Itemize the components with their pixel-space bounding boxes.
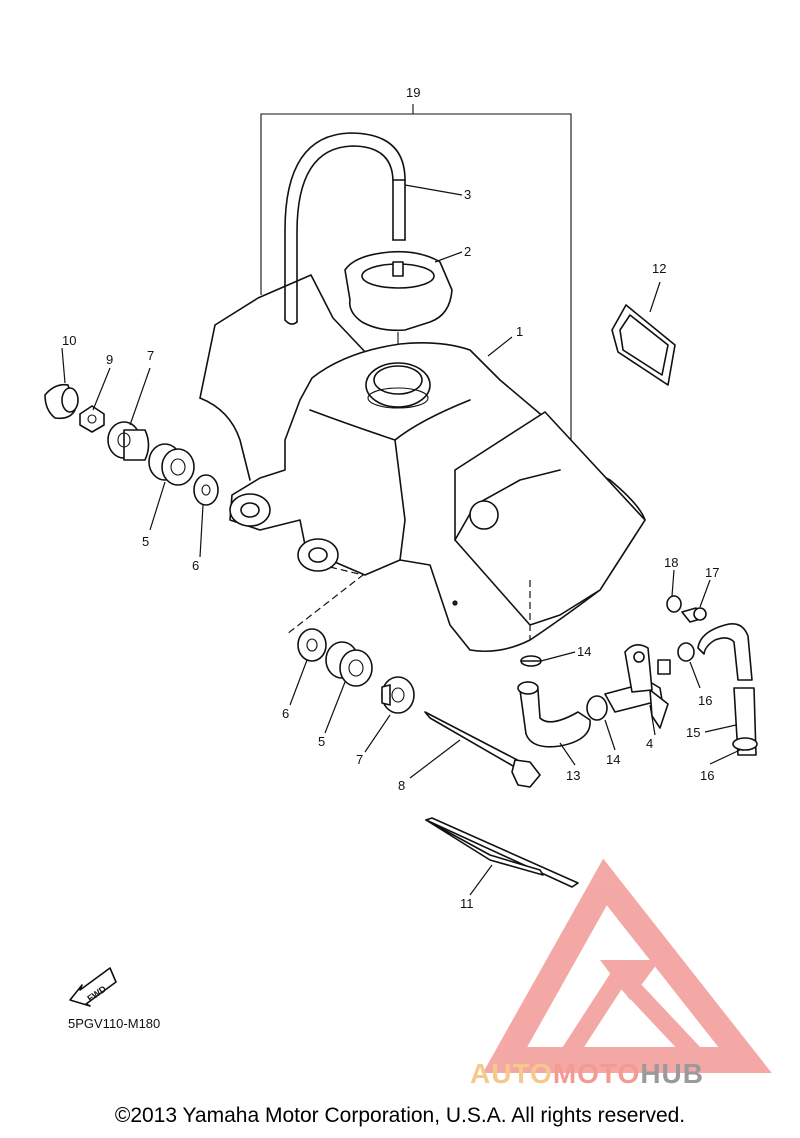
- callout-17: 17: [705, 565, 719, 580]
- automotohub-logo-mark: [482, 858, 772, 1073]
- part-13-fuel-hose: [517, 681, 591, 748]
- callout-leader-lines: [61, 184, 741, 896]
- part-6-washer-lower: [297, 628, 327, 662]
- part-15-hose: [697, 623, 757, 756]
- part-11-tank-band: [425, 817, 579, 888]
- watermark-hub: HUB: [640, 1058, 704, 1089]
- part-8-bolt: [424, 711, 541, 788]
- part-6-washer-left: [193, 474, 219, 506]
- part-16-clip-upper: [677, 642, 695, 662]
- callout-numbers: 19 3 2 1 12 10 9 7 5 6 6 5 7 8 11 14 13 …: [62, 85, 719, 911]
- part-17-screw: [681, 607, 707, 623]
- watermark-moto: MOTO: [552, 1058, 641, 1089]
- callout-14b: 14: [606, 752, 620, 767]
- callout-16b: 16: [700, 768, 714, 783]
- callout-13: 13: [566, 768, 580, 783]
- mount-dashed-guide: [286, 566, 531, 640]
- part-3-breather-hose: [284, 132, 406, 325]
- callout-2: 2: [464, 244, 471, 259]
- fwd-arrow-icon: FWD: [69, 967, 117, 1007]
- part-14-clip-upper: [520, 655, 542, 667]
- callout-7a: 7: [147, 348, 154, 363]
- callout-16a: 16: [698, 693, 712, 708]
- part-9-nut: [79, 405, 105, 433]
- callout-15: 15: [686, 725, 700, 740]
- copyright-footer: ©2013 Yamaha Motor Corporation, U.S.A. A…: [114, 1104, 686, 1127]
- part-12-damper-plate: [611, 304, 676, 386]
- part-4-fuel-cock: [604, 644, 671, 729]
- callout-4: 4: [646, 736, 653, 751]
- part-18-washer: [666, 595, 682, 613]
- part-16-clip-lower: [732, 737, 758, 751]
- callout-1: 1: [516, 324, 523, 339]
- callout-6a: 6: [192, 558, 199, 573]
- watermark-wordmark: AUTOMOTOHUB: [470, 1058, 704, 1090]
- part-14-clip-lower: [586, 695, 608, 721]
- callout-5b: 5: [318, 734, 325, 749]
- callout-11: 11: [460, 896, 474, 911]
- part-2-tank-cap: [344, 250, 453, 368]
- callout-10: 10: [62, 333, 76, 348]
- callout-9: 9: [106, 352, 113, 367]
- callout-3: 3: [464, 187, 471, 202]
- callout-18: 18: [664, 555, 678, 570]
- callout-7b: 7: [356, 752, 363, 767]
- part-1-fuel-tank: [229, 342, 646, 653]
- callout-12: 12: [652, 261, 666, 276]
- callout-14a: 14: [577, 644, 591, 659]
- part-7-collar-lower: [381, 676, 415, 714]
- side-cover-outline: [199, 274, 369, 481]
- callout-6b: 6: [282, 706, 289, 721]
- part-5-damper-lower: [325, 641, 373, 687]
- part-5-damper-left: [148, 443, 195, 486]
- callout-19: 19: [406, 85, 420, 100]
- drawing-code: 5PGV110-M180: [68, 1016, 161, 1031]
- callout-5a: 5: [142, 534, 149, 549]
- part-7-collar-left: [107, 421, 150, 461]
- assembly-bracket-19: [260, 104, 572, 455]
- part-10-cap-nut: [44, 383, 79, 420]
- callout-8: 8: [398, 778, 405, 793]
- watermark-auto: AUTO: [470, 1058, 553, 1089]
